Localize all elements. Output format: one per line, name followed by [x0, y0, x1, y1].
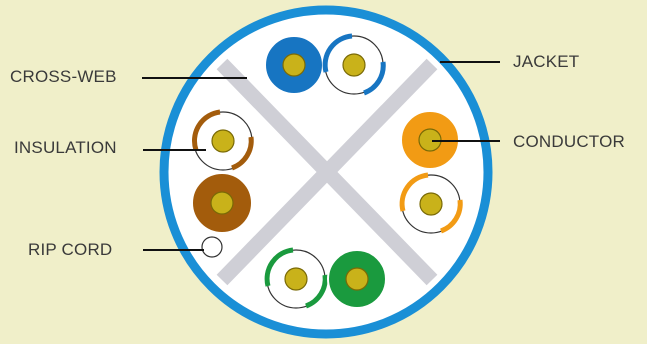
cross-web-label: CROSS-WEB: [10, 67, 117, 87]
orange-striped-wire: [402, 175, 460, 233]
brown-striped-wire: [194, 112, 252, 170]
blue-striped-wire: [325, 36, 383, 94]
rip-cord-label: RIP CORD: [28, 240, 112, 260]
blue-solid-wire: [265, 36, 323, 94]
conductor-label: CONDUCTOR: [513, 132, 625, 152]
brown-solid-wire: [192, 173, 252, 233]
insulation-label: INSULATION: [14, 138, 117, 158]
green-solid-wire: [328, 250, 386, 308]
rip-cord: [202, 237, 222, 257]
green-striped-wire: [267, 250, 325, 308]
jacket-label: JACKET: [513, 52, 579, 72]
